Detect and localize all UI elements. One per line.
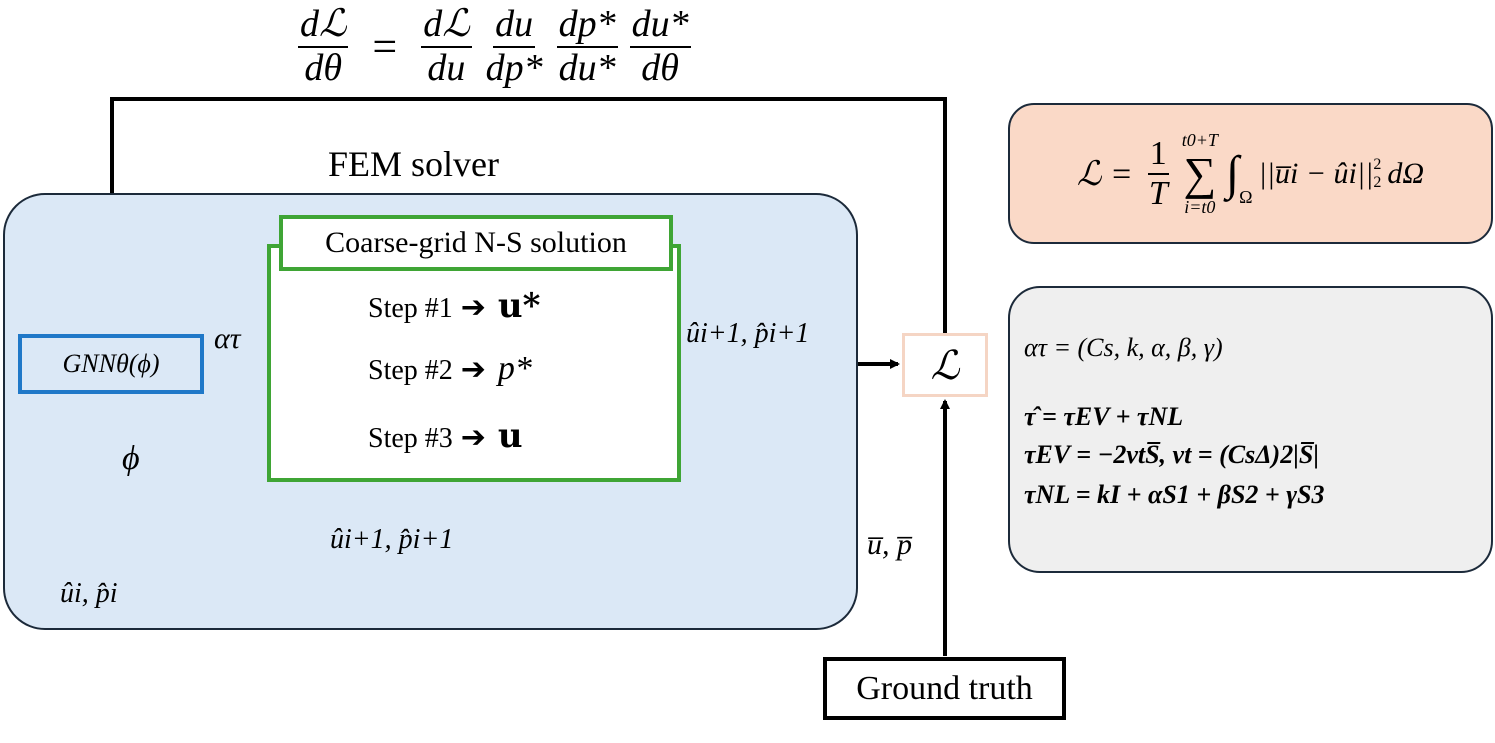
lhs-fraction: dℒ dθ (298, 3, 349, 90)
tau-nl-definition: τNL = kI + αS1 + βS2 + γS3 (1024, 480, 1325, 509)
integral-sub: Ω (1239, 187, 1253, 207)
loss-lhs: ℒ = (1076, 155, 1133, 193)
measure: dΩ (1387, 156, 1425, 190)
factor-2-num: du (493, 3, 536, 48)
summation: t0+T ∑ i=t0 (1182, 130, 1218, 218)
parameters-card: ατ = (Cs, k, α, β, γ) τ̂ = τEV + τNL τEV… (1008, 286, 1493, 573)
lhs-numerator: dℒ (298, 3, 349, 48)
integral-icon: ∫ (1225, 147, 1240, 200)
factor-4-num: du* (629, 3, 691, 48)
factor-3-den: du* (558, 46, 616, 89)
loss-frac-den: T (1148, 174, 1168, 212)
norm-scripts: 2 2 (1373, 156, 1381, 192)
step-3: Step #3 ➔ u (368, 416, 523, 456)
step-3-output: u (497, 416, 523, 456)
gnn-box: GNNθ(ϕ) (18, 334, 204, 394)
lhs-denominator: dθ (304, 46, 343, 89)
loss-node: ℒ (902, 333, 988, 397)
factor-1: dℒ du (421, 3, 472, 90)
ground-truth-box: Ground truth (823, 657, 1066, 720)
norm-sup: 2 (1373, 155, 1382, 173)
step-3-label: Step #3 (368, 423, 453, 454)
sum-lower: i=t0 (1184, 196, 1216, 217)
integrand: ||u̅i − ûi|| (1258, 156, 1374, 190)
step-1-label: Step #1 (368, 293, 453, 324)
factor-1-num: dℒ (421, 3, 472, 48)
loss-frac-num: 1 (1147, 135, 1169, 175)
step-2-output: p* (497, 350, 532, 387)
loss-fraction: 1 T (1147, 135, 1170, 212)
fem-solver-title: FEM solver (328, 144, 499, 184)
step-2-label: Step #2 (368, 355, 453, 386)
gradient-equation: dℒ dθ = dℒ du du dp* dp* du* du* dθ (292, 3, 697, 90)
factor-1-den: du (427, 46, 466, 89)
step-1: Step #1 ➔ u* (368, 286, 540, 326)
output-forward-label: ûi+1, p̂i+1 (686, 318, 810, 349)
input-label: ûi, p̂i (60, 578, 118, 609)
factor-3: dp* du* (556, 3, 618, 90)
output-feedback-label: ûi+1, p̂i+1 (330, 524, 454, 555)
factor-4: du* dθ (629, 3, 691, 90)
factor-3-num: dp* (556, 3, 618, 48)
equals-sign: = (372, 22, 398, 72)
alpha-definition: ατ = (Cs, k, α, β, γ) (1024, 333, 1223, 362)
factor-2: du dp* (484, 3, 545, 90)
ground-truth-vars-label: u̅, p̅ (867, 528, 912, 561)
tau-hat-definition: τ̂ = τEV + τNL (1024, 402, 1184, 431)
norm-sub: 2 (1373, 173, 1382, 191)
alpha-tau-label: ατ (214, 322, 241, 355)
sum-upper: t0+T (1181, 129, 1218, 150)
phi-label: ϕ (122, 440, 140, 477)
right-arrow-icon: ➔ (460, 290, 486, 325)
factor-4-den: dθ (641, 46, 679, 89)
sigma-icon: ∑ (1183, 147, 1217, 199)
right-arrow-icon: ➔ (460, 352, 486, 387)
factor-2-den: dp* (485, 46, 543, 89)
loss-formula-card: ℒ = 1 T t0+T ∑ i=t0 ∫ Ω ||u̅i − ûi|| 2 2… (1008, 103, 1493, 244)
step-2: Step #2 ➔ p* (368, 350, 532, 388)
tau-ev-definition: τEV = −2νtS̅, νt = (CsΔ)2|S̅| (1024, 440, 1320, 469)
ns-solution-title: Coarse-grid N-S solution (279, 215, 673, 271)
ns-solution-box (267, 244, 681, 482)
right-arrow-icon: ➔ (460, 420, 486, 455)
step-1-output: u* (497, 286, 541, 326)
